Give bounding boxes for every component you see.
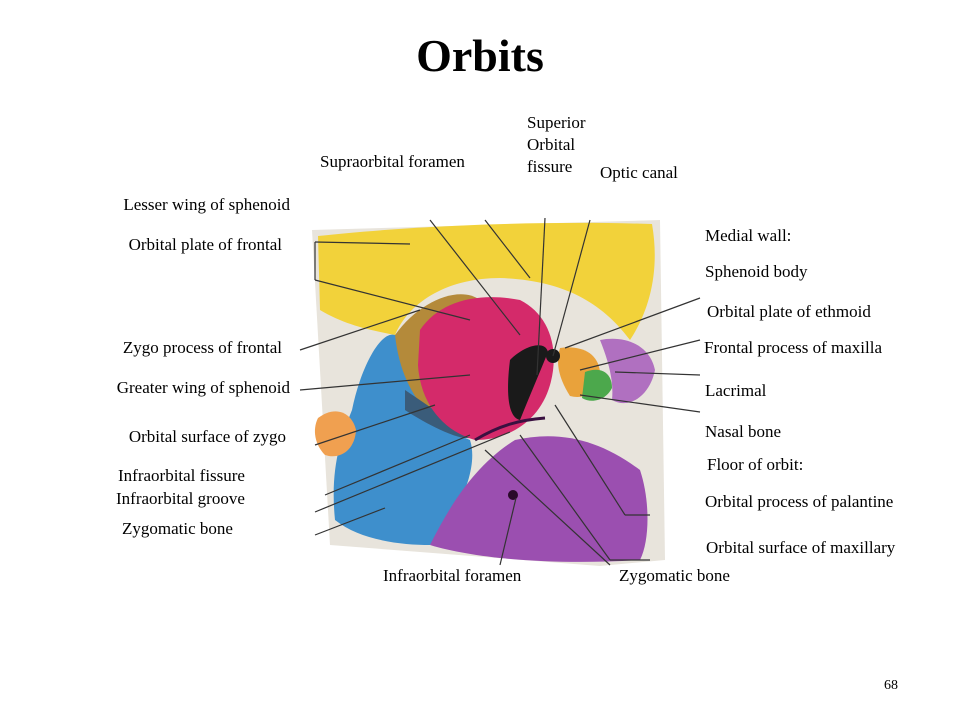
label-infraorbital-foramen: Infraorbital foramen bbox=[383, 566, 522, 585]
label-lacrimal: Lacrimal bbox=[705, 381, 767, 400]
frontal-bone bbox=[318, 222, 655, 340]
lacrimal-bone bbox=[582, 369, 612, 401]
label-optic-canal: Optic canal bbox=[600, 163, 678, 182]
label-medial-wall: Medial wall: bbox=[705, 226, 792, 245]
label-superior-orbital-fissure: Superior Orbital fissure bbox=[527, 113, 586, 176]
label-zygomatic-bone-left: Zygomatic bone bbox=[122, 519, 233, 538]
zygomatic-bone bbox=[333, 334, 473, 545]
label-zygomatic-bone-bottom: Zygomatic bone bbox=[619, 566, 730, 585]
label-lesser-wing: Lesser wing of sphenoid bbox=[123, 195, 290, 214]
slide-title: Orbits bbox=[416, 30, 544, 81]
label-nasal-bone: Nasal bone bbox=[705, 422, 782, 441]
label-sphenoid-body: Sphenoid body bbox=[705, 262, 808, 281]
label-orbital-plate-ethmoid: Orbital plate of ethmoid bbox=[707, 302, 871, 321]
infraorbital-foramen bbox=[508, 490, 518, 500]
infraorbital-fissure bbox=[474, 416, 546, 442]
label-orbital-surface-zygo: Orbital surface of zygo bbox=[128, 427, 286, 446]
label-zygo-process-frontal: Zygo process of frontal bbox=[122, 338, 282, 357]
leader-lines bbox=[299, 217, 701, 566]
label-supraorbital-foramen: Supraorbital foramen bbox=[320, 152, 465, 171]
label-orbital-plate-frontal: Orbital plate of frontal bbox=[128, 235, 282, 254]
label-floor-of-orbit: Floor of orbit: bbox=[707, 455, 804, 474]
label-infraorbital-groove: Infraorbital groove bbox=[116, 489, 245, 508]
page-number: 68 bbox=[884, 678, 898, 693]
zygo-process bbox=[314, 411, 356, 457]
label-frontal-process-maxilla: Frontal process of maxilla bbox=[704, 338, 882, 357]
label-orbital-process-palantine: Orbital process of palantine bbox=[705, 492, 894, 511]
label-greater-wing: Greater wing of sphenoid bbox=[116, 378, 290, 397]
label-infraorbital-fissure: Infraorbital fissure bbox=[118, 466, 245, 485]
label-orbital-surface-maxillary: Orbital surface of maxillary bbox=[706, 538, 896, 557]
